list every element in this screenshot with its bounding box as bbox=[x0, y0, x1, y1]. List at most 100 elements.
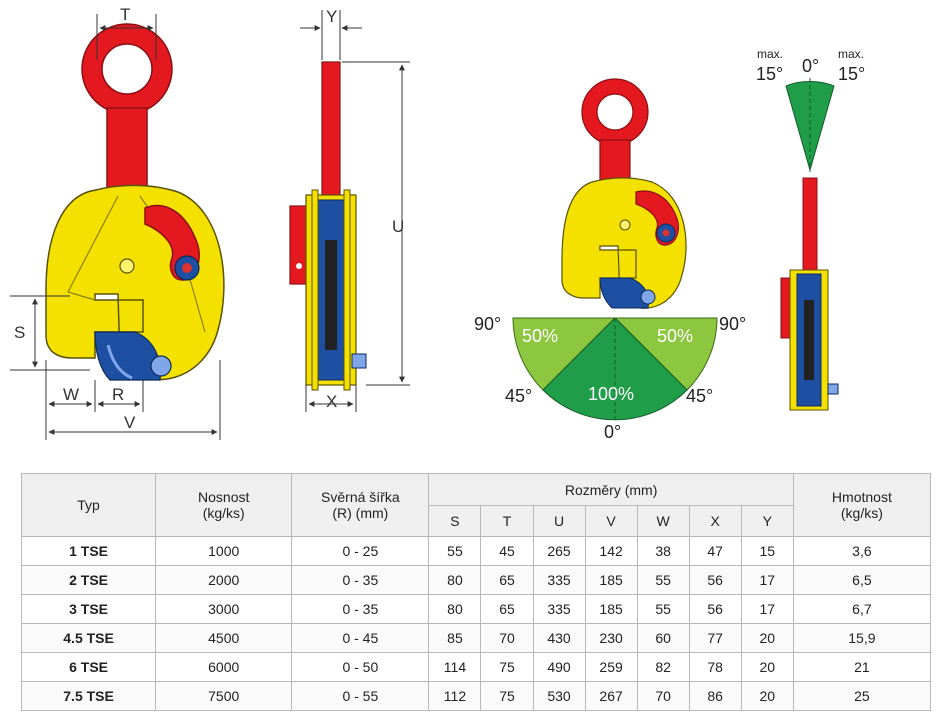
table-row: 7.5 TSE 7500 0 - 55 112 75 530 267 70 86… bbox=[20, 681, 932, 711]
label-deg45-right: 45° bbox=[686, 386, 713, 406]
label-deg0-bottom: 0° bbox=[604, 422, 621, 442]
header-dim-V: V bbox=[584, 505, 638, 537]
clamp-side-view: Y U X bbox=[289, 7, 410, 412]
cell-dim-U: 265 bbox=[532, 536, 586, 566]
cell-nosnost: 6000 bbox=[155, 652, 293, 682]
cell-dim-V: 185 bbox=[584, 565, 638, 595]
tilt-cone bbox=[785, 81, 835, 172]
label-X: X bbox=[326, 392, 337, 411]
cell-hmotnost: 3,6 bbox=[792, 536, 932, 566]
cell-dim-X: 86 bbox=[688, 681, 742, 711]
cell-nosnost: 7500 bbox=[155, 681, 293, 711]
blue-jaw bbox=[94, 331, 161, 381]
cell-typ: 2 TSE bbox=[20, 565, 157, 595]
header-sverna-sirka: Svěrná šířka (R) (mm) bbox=[291, 473, 430, 537]
cell-hmotnost: 6,7 bbox=[792, 594, 932, 624]
label-W: W bbox=[63, 385, 79, 404]
cell-hmotnost: 15,9 bbox=[792, 623, 932, 653]
header-dim-U: U bbox=[532, 505, 586, 537]
cell-dim-V: 142 bbox=[584, 536, 638, 566]
header-typ: Typ bbox=[20, 473, 157, 537]
cell-dim-Y: 20 bbox=[740, 681, 794, 711]
cell-dim-X: 78 bbox=[688, 652, 742, 682]
cell-dim-S: 80 bbox=[428, 565, 482, 595]
label-T: T bbox=[120, 5, 130, 24]
cell-dim-U: 430 bbox=[532, 623, 586, 653]
label-deg0-top: 0° bbox=[802, 56, 819, 76]
header-dim-Y: Y bbox=[740, 505, 794, 537]
cell-dim-V: 267 bbox=[584, 681, 638, 711]
load-angle-diagram: 90° 90° 50% 50% 100% 45° 45° 0° bbox=[474, 78, 746, 442]
cell-typ: 3 TSE bbox=[20, 594, 157, 624]
cell-dim-T: 65 bbox=[480, 594, 534, 624]
spec-table: Typ Nosnost (kg/ks) Svěrná šířka (R) (mm… bbox=[20, 473, 932, 711]
cell-dim-Y: 15 bbox=[740, 536, 794, 566]
label-deg15-left: 15° bbox=[756, 64, 783, 84]
cell-dim-X: 56 bbox=[688, 594, 742, 624]
label-max-left: max. bbox=[757, 47, 783, 61]
cell-dim-W: 55 bbox=[636, 565, 690, 595]
label-R: R bbox=[112, 385, 124, 404]
cell-sverna: 0 - 45 bbox=[291, 623, 430, 653]
cell-dim-Y: 20 bbox=[740, 652, 794, 682]
cell-dim-S: 85 bbox=[428, 623, 482, 653]
cell-dim-U: 335 bbox=[532, 565, 586, 595]
label-S: S bbox=[14, 323, 25, 342]
cell-typ: 4.5 TSE bbox=[20, 623, 157, 653]
table-row: 1 TSE 1000 0 - 25 55 45 265 142 38 47 15… bbox=[20, 536, 932, 566]
clamp-drawings: T S W R V Y U bbox=[10, 5, 865, 442]
cell-dim-T: 75 bbox=[480, 652, 534, 682]
cell-dim-U: 490 bbox=[532, 652, 586, 682]
cell-dim-W: 55 bbox=[636, 594, 690, 624]
header-dim-S: S bbox=[428, 505, 482, 537]
cell-dim-U: 335 bbox=[532, 594, 586, 624]
cell-dim-W: 70 bbox=[636, 681, 690, 711]
cell-dim-V: 230 bbox=[584, 623, 638, 653]
cell-dim-S: 114 bbox=[428, 652, 482, 682]
cell-dim-X: 47 bbox=[688, 536, 742, 566]
cell-sverna: 0 - 35 bbox=[291, 594, 430, 624]
header-rozmery: Rozměry (mm) bbox=[428, 473, 794, 506]
cell-typ: 7.5 TSE bbox=[20, 681, 157, 711]
label-deg90-left: 90° bbox=[474, 314, 501, 334]
cell-dim-S: 55 bbox=[428, 536, 482, 566]
table-row: 2 TSE 2000 0 - 35 80 65 335 185 55 56 17… bbox=[20, 565, 932, 595]
header-dim-T: T bbox=[480, 505, 534, 537]
cell-typ: 1 TSE bbox=[20, 536, 157, 566]
cell-dim-T: 70 bbox=[480, 623, 534, 653]
cell-typ: 6 TSE bbox=[20, 652, 157, 682]
cell-dim-T: 65 bbox=[480, 565, 534, 595]
cell-nosnost: 1000 bbox=[155, 536, 293, 566]
label-pct50-left: 50% bbox=[522, 326, 558, 346]
cell-dim-T: 75 bbox=[480, 681, 534, 711]
cell-dim-Y: 17 bbox=[740, 565, 794, 595]
cell-dim-W: 60 bbox=[636, 623, 690, 653]
cell-dim-Y: 17 bbox=[740, 594, 794, 624]
cell-sverna: 0 - 25 bbox=[291, 536, 430, 566]
cell-nosnost: 2000 bbox=[155, 565, 293, 595]
cell-dim-V: 185 bbox=[584, 594, 638, 624]
cell-sverna: 0 - 50 bbox=[291, 652, 430, 682]
label-U: U bbox=[392, 217, 404, 236]
cell-dim-U: 530 bbox=[532, 681, 586, 711]
cell-dim-X: 56 bbox=[688, 565, 742, 595]
header-dim-W: W bbox=[636, 505, 690, 537]
cell-sverna: 0 - 35 bbox=[291, 565, 430, 595]
cell-dim-V: 259 bbox=[584, 652, 638, 682]
cell-nosnost: 4500 bbox=[155, 623, 293, 653]
label-V: V bbox=[124, 413, 136, 432]
cell-dim-Y: 20 bbox=[740, 623, 794, 653]
header-nosnost: Nosnost (kg/ks) bbox=[155, 473, 293, 537]
label-deg15-right: 15° bbox=[838, 64, 865, 84]
clamp-front-view: T S W R V bbox=[10, 5, 225, 440]
cell-dim-T: 45 bbox=[480, 536, 534, 566]
cell-hmotnost: 25 bbox=[792, 681, 932, 711]
cell-dim-W: 38 bbox=[636, 536, 690, 566]
cell-hmotnost: 21 bbox=[792, 652, 932, 682]
tilt-angle-diagram: max. max. 15° 0° 15° bbox=[756, 47, 865, 411]
cell-sverna: 0 - 55 bbox=[291, 681, 430, 711]
table-row: 6 TSE 6000 0 - 50 114 75 490 259 82 78 2… bbox=[20, 652, 932, 682]
cell-dim-X: 77 bbox=[688, 623, 742, 653]
header-hmotnost: Hmotnost (kg/ks) bbox=[792, 473, 932, 537]
cell-dim-S: 112 bbox=[428, 681, 482, 711]
